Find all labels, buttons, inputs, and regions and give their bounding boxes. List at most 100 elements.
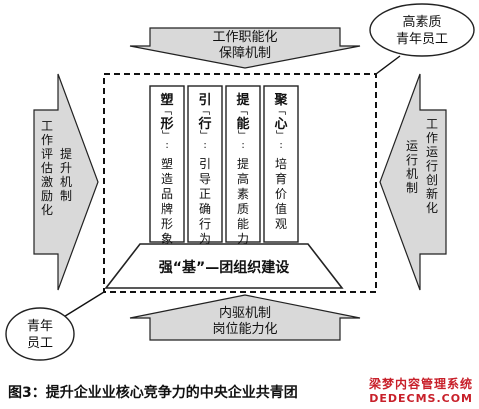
bubble-top-right-line-2: 青年员工 xyxy=(396,32,448,47)
pillar-2: 引 ﹁ 行 ﹂ : 引导正确行为 xyxy=(187,85,223,246)
right-arrow-text-1-char: 运 xyxy=(426,145,438,159)
bottom-arrow-line-2: 岗位能力化 xyxy=(212,322,277,337)
pillar-4-desc: 培育价值观 xyxy=(275,156,287,231)
pillar-2-bracket-close: ﹂ xyxy=(200,130,210,142)
dashed-frame xyxy=(103,73,377,293)
base-shape xyxy=(104,243,344,289)
right-arrow-text-1-char: 化 xyxy=(426,201,438,215)
right-arrow-text-2-char: 制 xyxy=(406,181,418,195)
base-keyword: 基 xyxy=(182,259,197,276)
pillar-3-bracket-open: ﹁ xyxy=(238,106,248,117)
pillar-1-desc-char: 牌 xyxy=(161,202,173,216)
pillar-1-desc-char: 形 xyxy=(161,217,173,231)
pillar-3-desc-char: 质 xyxy=(237,202,249,216)
left-arrow-text-1-char: 升 xyxy=(60,161,72,175)
pillar-2-desc: 引导正确行为 xyxy=(199,157,211,246)
right-arrow-text-1: 工作运行创新化 xyxy=(426,117,438,215)
left-arrow-text-2-char: 估 xyxy=(41,161,53,175)
left-arrow: 提升机制 工作评估激励化 xyxy=(33,73,99,291)
pillar-4-desc-char: 育 xyxy=(275,171,287,186)
pillar-4-bracket-close: ﹂ xyxy=(276,130,286,142)
pillar-4-head: 聚 xyxy=(273,93,288,108)
pillar-2-head: 引 xyxy=(198,93,211,108)
right-arrow: 工作运行创新化 运行机制 xyxy=(379,73,447,291)
bubble-top-right: 高素质 青年员工 xyxy=(369,3,475,57)
right-arrow-text-2-char: 机 xyxy=(406,167,418,181)
pillar-3-desc: 提高素质能力 xyxy=(237,156,249,246)
right-arrow-text-1-char: 行 xyxy=(426,159,438,173)
right-arrow-shape xyxy=(379,73,447,291)
pillar-4-desc-column: 培育价值观 xyxy=(275,156,287,231)
pillar-3-bracket-close: ﹂ xyxy=(238,130,248,142)
bottom-arrow-line-1: 内驱机制 xyxy=(219,305,271,321)
pillar-1-desc-column: 塑造品牌形象 xyxy=(161,156,173,246)
pillar-2-desc-char: 引 xyxy=(199,157,211,171)
pillar-1-colon: : xyxy=(165,140,168,151)
bubble-bottom-left: 青年 员工 xyxy=(5,307,75,361)
left-arrow-column-1: 提升机制 xyxy=(60,146,72,203)
pillar-1-bracket-close: ﹂ xyxy=(162,130,172,142)
right-arrow-text-1-char: 创 xyxy=(426,173,438,187)
pillar-3: 提 ﹁ 能 ﹂ : 提高素质能力 xyxy=(225,85,261,246)
connector-bottom-left xyxy=(61,291,105,319)
pillar-4-bracket-open: ﹁ xyxy=(276,106,286,117)
pillar-1-bracket-open: ﹁ xyxy=(162,106,172,117)
pillar-2-desc-char: 为 xyxy=(199,232,211,246)
pillar-3-keyword: 能 xyxy=(236,116,249,132)
pillar-3-colon: : xyxy=(241,140,244,151)
base-suffix: —团组织建设 xyxy=(205,259,290,276)
bottom-arrow-shape xyxy=(129,294,361,341)
left-arrow-text-2-char: 评 xyxy=(41,147,53,161)
figure-caption: 图3：提升企业业核心竞争力的中央企业共青团 xyxy=(8,385,298,401)
pillar-2-box xyxy=(187,85,223,243)
left-arrow-text-2: 工作评估激励化 xyxy=(41,119,53,217)
right-arrow-text-1-char: 工 xyxy=(426,117,438,131)
left-arrow-text-2-char: 作 xyxy=(41,133,53,147)
pillar-3-desc-column: 提高素质能力 xyxy=(237,156,249,246)
left-arrow-text-2-char: 励 xyxy=(41,189,53,203)
base-label: 强“基”—团组织建设 xyxy=(159,259,290,276)
pillar-1-box xyxy=(149,85,185,243)
bubble-top-right-line-1: 高素质 xyxy=(402,14,441,30)
pillar-1: 塑 ﹁ 形 ﹂ : 塑造品牌形象 xyxy=(149,85,185,246)
right-arrow-text-1-char: 新 xyxy=(426,186,438,201)
pillar-3-desc-char: 力 xyxy=(237,232,249,246)
pillar-2-desc-char: 导 xyxy=(199,172,211,186)
pillar-3-box xyxy=(225,85,261,243)
watermark-line-2: DEDECMS.COM xyxy=(369,392,473,405)
left-arrow-text-1-char: 制 xyxy=(60,189,72,203)
pillar-3-desc-char: 能 xyxy=(237,217,249,231)
left-arrow-text-1-char: 机 xyxy=(60,175,72,189)
right-arrow-text-2-char: 行 xyxy=(406,153,418,167)
right-arrow-text-1-char: 作 xyxy=(426,131,438,145)
base-block: 强“基”—团组织建设 xyxy=(104,243,344,289)
pillar-2-desc-char: 正 xyxy=(199,187,211,201)
pillar-1-desc-char: 品 xyxy=(161,187,173,201)
left-arrow-text-1: 提升机制 xyxy=(60,146,72,203)
pillar-2-desc-char: 行 xyxy=(199,217,211,231)
pillar-3-desc-char: 高 xyxy=(237,171,249,186)
pillar-4-colon: : xyxy=(279,140,282,151)
pillar-1-keyword: 形 xyxy=(160,117,173,132)
pillar-1-desc: 塑造品牌形象 xyxy=(161,156,173,246)
pillar-4-desc-char: 培 xyxy=(275,156,287,171)
top-arrow: 工作职能化 保障机制 xyxy=(129,27,361,69)
pillar-3-head: 提 xyxy=(236,92,250,108)
pillar-3-desc-char: 素 xyxy=(237,187,249,201)
left-arrow-column-2: 工作评估激励化 xyxy=(41,119,53,217)
pillars: 塑 ﹁ 形 ﹂ : 塑造品牌形象 引 ﹁ 行 ﹂ : 引导正确行为 提 ﹁ 能 … xyxy=(149,85,299,246)
pillar-4: 聚 ﹁ 心 ﹂ : 培育价值观 xyxy=(263,85,299,243)
pillar-4-desc-char: 值 xyxy=(275,201,287,216)
base-quote-open: “ xyxy=(173,260,182,276)
pillar-2-bracket-open: ﹁ xyxy=(200,106,210,117)
left-arrow-shape xyxy=(33,73,99,291)
base-quote-close: ” xyxy=(196,260,205,276)
pillar-1-desc-char: 造 xyxy=(161,172,173,186)
pillar-1-desc-char: 象 xyxy=(161,232,173,246)
left-arrow-text-1-char: 提 xyxy=(60,146,72,161)
left-arrow-text-2-char: 激 xyxy=(41,175,53,189)
right-arrow-column-2: 运行机制 xyxy=(406,139,418,195)
pillar-4-box xyxy=(263,85,299,243)
pillar-2-colon: : xyxy=(203,140,206,151)
